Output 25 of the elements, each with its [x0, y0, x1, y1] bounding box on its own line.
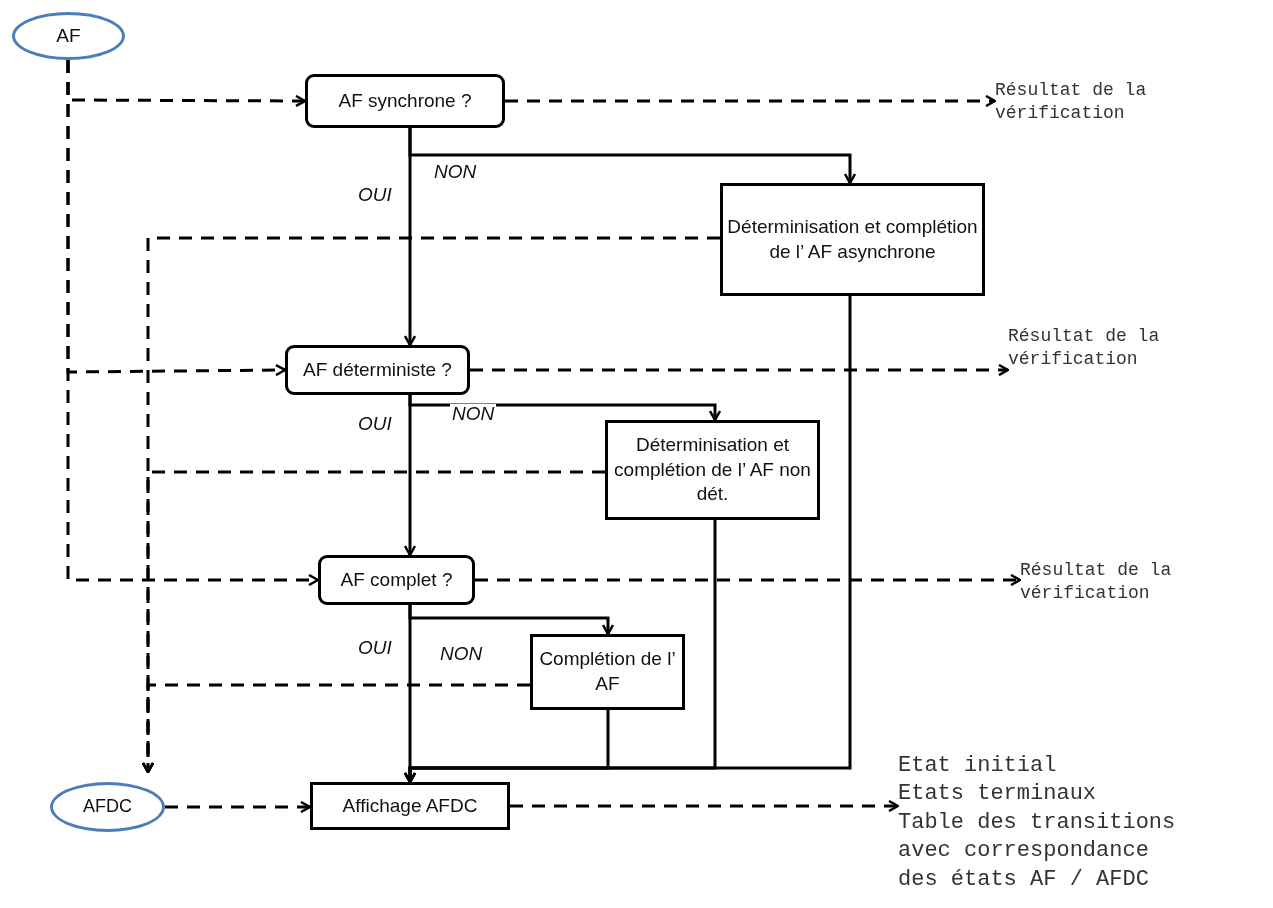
node-text: Table des transitions avec correspondance des états AF / AFDC	[898, 808, 1177, 894]
arrow	[403, 128, 417, 347]
node-text: Etat initial	[898, 751, 1057, 780]
dashed-arrow	[505, 94, 997, 108]
node-text: Résultat de la vérification	[995, 78, 1148, 125]
dashed-arrow	[475, 573, 1022, 587]
decision-box: AF synchrone ?	[305, 74, 505, 128]
dashed-arrow	[165, 800, 312, 814]
process-box: Affichage AFDC	[310, 782, 510, 830]
process-box: Déterminisation et complétion de l’ AF asynchrone	[720, 183, 985, 296]
node-text: Etats terminaux	[898, 780, 1097, 809]
ellipse-node: AF	[12, 12, 125, 60]
dashed-arrow	[470, 363, 1010, 377]
dashed-arrow	[510, 799, 900, 813]
ellipse-node: AFDC	[50, 782, 165, 832]
dashed-arrow	[66, 60, 320, 587]
arrow	[403, 710, 610, 784]
arrow	[403, 395, 417, 557]
dashed-arrow	[141, 683, 530, 774]
node-text: Résultat de la vérification	[1020, 558, 1173, 605]
decision-box: AF déterministe ?	[285, 345, 470, 395]
node-text: Résultat de la vérification	[1008, 324, 1161, 371]
decision-box: AF complet ?	[318, 555, 475, 605]
process-box: Déterminisation et complétion de l’ AF non dét.	[605, 420, 820, 520]
process-box: Complétion de l’ AF	[530, 634, 685, 710]
